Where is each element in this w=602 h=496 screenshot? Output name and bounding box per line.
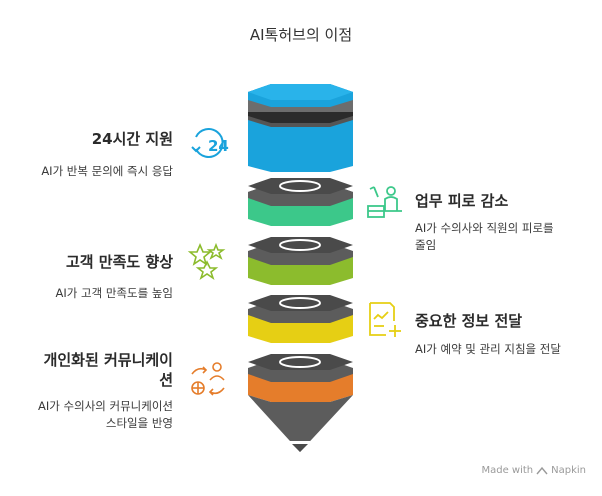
- star-rating-icon: [187, 242, 226, 280]
- segment-lime: [248, 237, 353, 285]
- document-add-icon: [369, 302, 401, 337]
- benefit-desc-satisfaction: AI가 고객 만족도를 높임: [55, 286, 173, 300]
- segment-green: [248, 178, 353, 226]
- 24-hour-icon: 24: [191, 128, 229, 158]
- made-with-napkin-credit: Made with Napkin: [481, 465, 586, 476]
- diagram-title: AI톡허브의 이점: [249, 26, 353, 44]
- tired-worker-icon: [367, 186, 402, 218]
- napkin-logo-icon: [536, 466, 548, 474]
- benefit-heading-personalized-line2: 션: [159, 371, 173, 389]
- segment-yellow: [248, 295, 353, 343]
- 24-hour-icon-text: 24: [208, 137, 229, 155]
- benefit-heading-24h: 24시간 지원: [91, 130, 173, 148]
- benefit-desc-personalized-line1: AI가 수의사의 커뮤니케이션: [38, 399, 173, 413]
- credit-brand: Napkin: [551, 465, 586, 476]
- benefit-heading-personalized-line1: 개인화된 커뮤니케이: [43, 351, 173, 369]
- segment-blue: [248, 84, 353, 172]
- benefit-desc-fatigue-line1: AI가 수의사와 직원의 피로를: [415, 221, 554, 235]
- benefit-desc-24h: AI가 반복 문의에 즉시 응답: [41, 164, 173, 178]
- credit-text: Made with: [481, 465, 534, 476]
- benefit-desc-fatigue-line2: 줄임: [415, 238, 437, 252]
- benefit-heading-satisfaction: 고객 만족도 향상: [65, 253, 173, 271]
- benefit-desc-personalized-line2: 스타일을 반영: [105, 416, 173, 430]
- benefit-heading-fatigue: 업무 피로 감소: [415, 192, 509, 210]
- communication-style-icon: [191, 362, 225, 396]
- segment-orange: [248, 354, 353, 402]
- segment-tip: [248, 395, 353, 452]
- benefit-heading-info: 중요한 정보 전달: [415, 312, 523, 330]
- benefit-desc-info: AI가 예약 및 관리 지침을 전달: [415, 342, 561, 356]
